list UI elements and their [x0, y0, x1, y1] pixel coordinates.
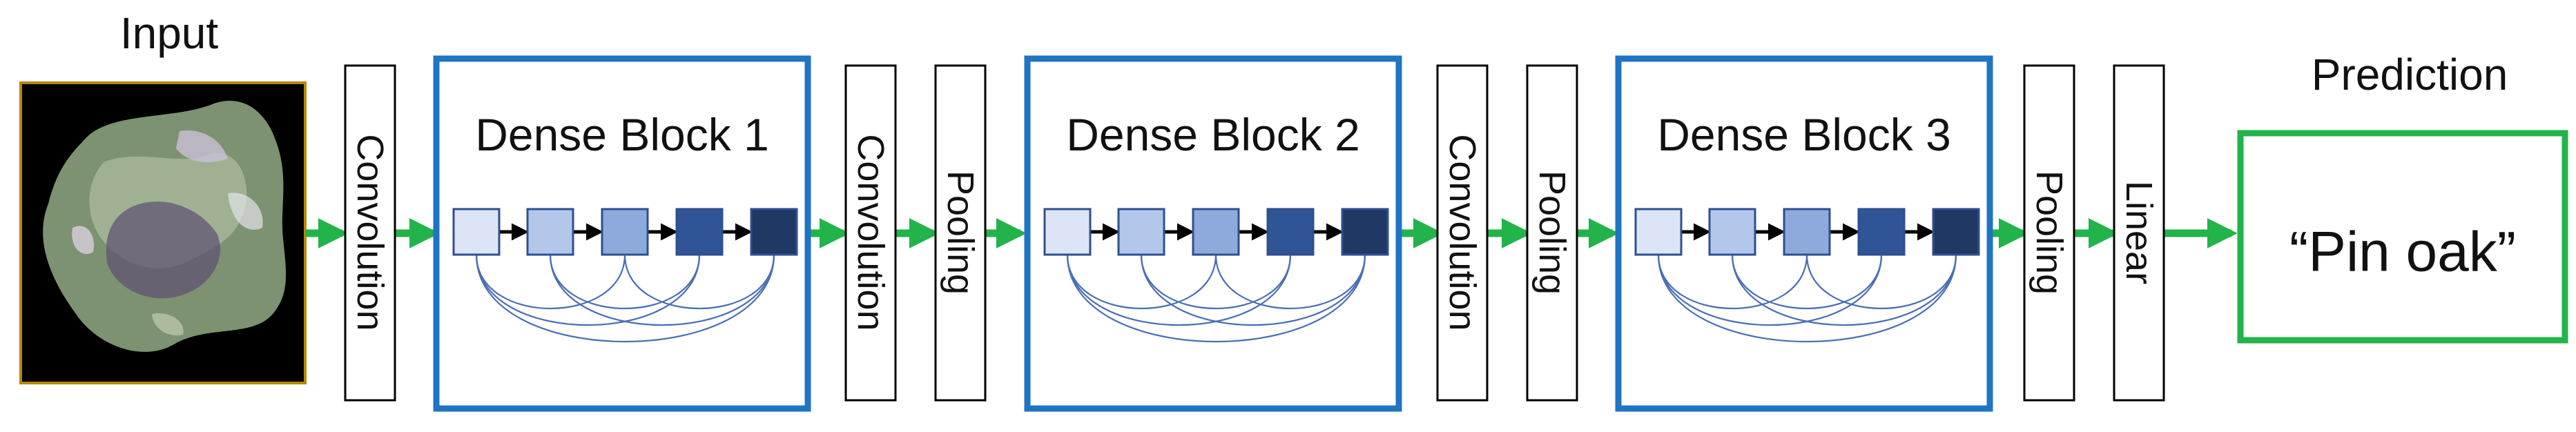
dense-block-title: Dense Block 3	[1657, 109, 1951, 160]
dense-block-1: Dense Block 1	[433, 55, 811, 412]
feature-node	[1634, 208, 1683, 256]
layer-label: Linear	[2118, 181, 2160, 284]
feature-node	[1708, 208, 1756, 256]
layer-label: Convolution	[349, 134, 391, 331]
layer-label: Pooling	[940, 170, 981, 295]
layer-label: Pooling	[2028, 170, 2070, 295]
feature-node	[1266, 208, 1315, 256]
skip-connection	[1731, 254, 1957, 326]
skip-connection	[1657, 254, 1883, 326]
skip-connection	[549, 254, 701, 309]
skip-connection	[475, 254, 626, 309]
feature-node	[1783, 208, 1831, 256]
feature-node	[1857, 208, 1906, 256]
feature-node	[675, 208, 724, 256]
layer-label: Convolution	[850, 134, 891, 331]
skip-connection	[549, 254, 775, 326]
skip-connection	[1214, 254, 1366, 309]
layer-convolution-1: Convolution	[344, 64, 396, 402]
feature-node	[526, 208, 574, 256]
skip-connection	[1066, 254, 1366, 343]
feature-node	[452, 208, 501, 256]
layer-pooling-2: Pooling	[1526, 64, 1578, 402]
feature-node	[1192, 208, 1240, 256]
dense-block-title: Dense Block 2	[1066, 109, 1360, 160]
skip-connection	[475, 254, 775, 343]
prediction-title: Prediction	[2312, 50, 2508, 99]
skip-connection	[1066, 254, 1217, 309]
skip-connection	[1731, 254, 1883, 309]
skip-connection	[1805, 254, 1957, 309]
feature-node	[1932, 208, 1980, 256]
skip-connection	[1066, 254, 1292, 326]
skip-connection	[1140, 254, 1292, 309]
layer-convolution-2: Convolution	[844, 64, 897, 402]
feature-node	[1117, 208, 1165, 256]
layer-label: Pooling	[1531, 170, 1573, 295]
input-title: Input	[120, 8, 219, 58]
dense-block-title: Dense Block 1	[475, 109, 769, 160]
layer-pooling-3: Pooling	[2023, 64, 2075, 402]
skip-connection	[1657, 254, 1957, 343]
layer-linear: Linear	[2113, 64, 2165, 402]
prediction-box: “Pin oak”	[2237, 130, 2568, 344]
prediction-value: “Pin oak”	[2289, 221, 2516, 284]
skip-connection	[475, 254, 701, 326]
skip-connection	[623, 254, 775, 309]
feature-node	[1043, 208, 1092, 256]
feature-node	[1341, 208, 1389, 256]
skip-connection	[1140, 254, 1366, 326]
layer-label: Convolution	[1442, 134, 1483, 331]
feature-node	[750, 208, 798, 256]
layer-pooling-1: Pooling	[934, 64, 987, 402]
feature-node	[601, 208, 649, 256]
layer-convolution-3: Convolution	[1436, 64, 1489, 402]
skip-connection	[1657, 254, 1808, 309]
dense-block-2: Dense Block 2	[1024, 55, 1402, 412]
dense-block-3: Dense Block 3	[1615, 55, 1993, 412]
input-leaf-image	[19, 81, 307, 384]
